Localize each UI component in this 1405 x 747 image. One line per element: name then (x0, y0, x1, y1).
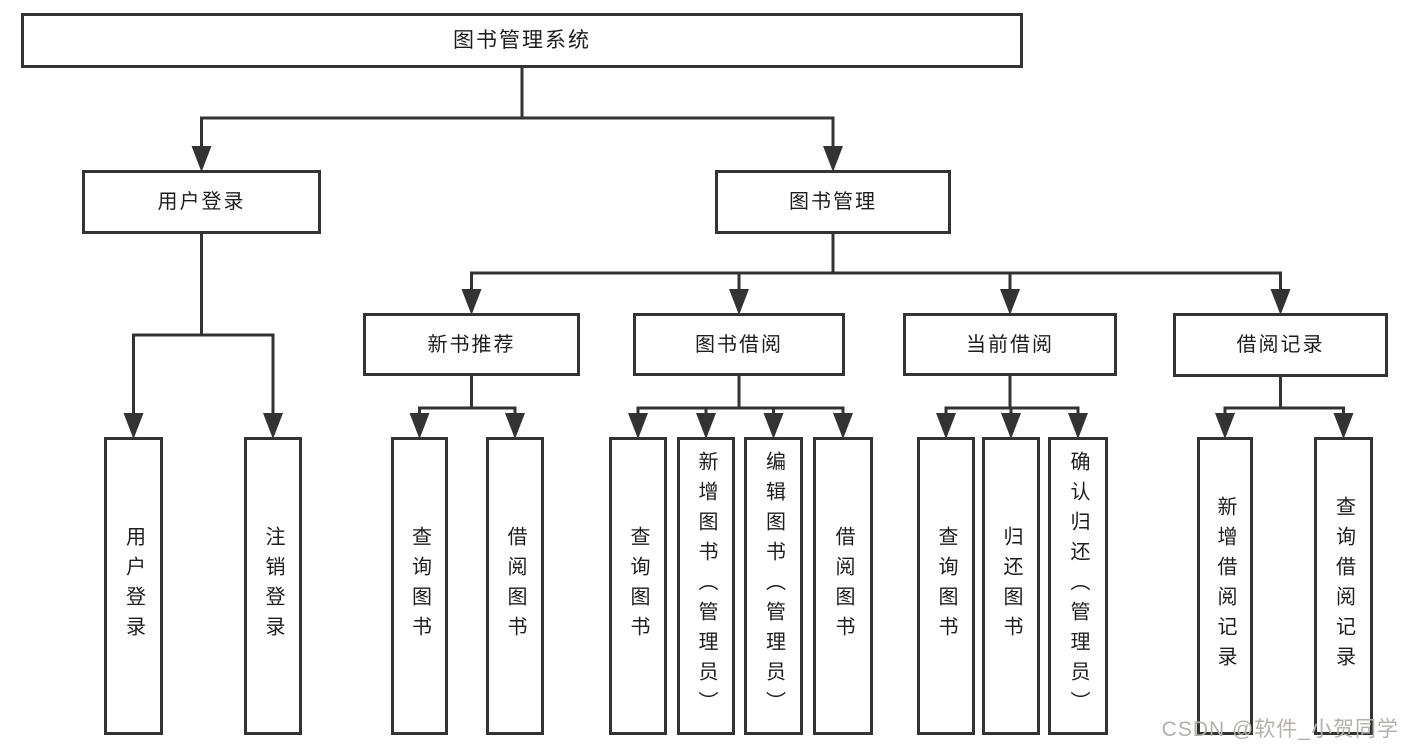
arrowhead-icon (505, 413, 525, 439)
node-label-leaf-bb-query: 查询图书 (627, 526, 649, 646)
node-leaf-bb-borrow: 借阅图书 (813, 437, 873, 735)
arrowhead-icon (461, 289, 482, 315)
arrowhead-icon (1333, 413, 1354, 439)
arrowhead-icon (263, 413, 283, 439)
arrowhead-icon (191, 146, 212, 172)
node-label-leaf-bb-edit: 编辑图书（管理员） (762, 451, 785, 721)
node-label-book-borrow: 图书借阅 (695, 333, 783, 356)
node-label-leaf-logout: 注销登录 (262, 526, 284, 646)
node-label-leaf-br-add: 新增借阅记录 (1214, 496, 1236, 676)
arrowhead-icon (763, 413, 784, 439)
arrowhead-icon (1000, 289, 1020, 315)
node-current-borrow: 当前借阅 (903, 313, 1117, 376)
node-leaf-bb-edit: 编辑图书（管理员） (744, 437, 803, 735)
node-root: 图书管理系统 (21, 13, 1023, 68)
node-user-login: 用户登录 (82, 170, 321, 234)
arrowhead-icon (1215, 413, 1235, 439)
arrowhead-icon (123, 413, 144, 439)
node-leaf-br-query: 查询借阅记录 (1314, 437, 1373, 735)
node-label-leaf-user-login: 用户登录 (122, 526, 145, 646)
node-leaf-user-login: 用户登录 (104, 437, 163, 735)
node-label-leaf-br-query: 查询借阅记录 (1332, 496, 1355, 676)
node-borrow-records: 借阅记录 (1173, 313, 1388, 377)
node-leaf-br-add: 新增借阅记录 (1197, 437, 1253, 735)
node-leaf-bb-query: 查询图书 (609, 437, 667, 735)
node-label-leaf-nbr-query: 查询图书 (408, 526, 431, 646)
node-label-leaf-cb-return: 归还图书 (1000, 526, 1022, 646)
node-label-leaf-bb-borrow: 借阅图书 (832, 526, 854, 646)
node-label-borrow-records: 借阅记录 (1236, 334, 1325, 356)
node-label-root: 图书管理系统 (453, 29, 591, 52)
arrowhead-icon (1068, 413, 1088, 439)
arrowhead-icon (1001, 413, 1021, 439)
node-leaf-logout: 注销登录 (244, 437, 302, 735)
arrowhead-icon (729, 289, 749, 315)
node-label-leaf-bb-add: 新增图书（管理员） (695, 451, 717, 721)
node-new-book-rec: 新书推荐 (363, 313, 580, 376)
node-label-leaf-nbr-borrow: 借阅图书 (504, 526, 526, 646)
node-leaf-bb-add: 新增图书（管理员） (677, 437, 735, 735)
node-book-mgmt: 图书管理 (715, 170, 951, 234)
node-book-borrow: 图书借阅 (633, 313, 845, 376)
arrowhead-icon (1270, 289, 1291, 315)
node-label-leaf-cb-confirm: 确认归还（管理员） (1067, 451, 1089, 721)
node-label-book-mgmt: 图书管理 (789, 191, 877, 213)
node-leaf-cb-query: 查询图书 (917, 437, 975, 735)
node-leaf-nbr-borrow: 借阅图书 (486, 437, 544, 735)
arrowhead-icon (628, 413, 648, 439)
arrowhead-icon (936, 413, 956, 439)
node-leaf-cb-confirm: 确认归还（管理员） (1048, 437, 1108, 735)
arrowhead-icon (823, 146, 843, 172)
arrowhead-icon (696, 413, 716, 439)
arrowhead-icon (833, 413, 853, 439)
node-leaf-nbr-query: 查询图书 (391, 437, 448, 735)
node-label-new-book-rec: 新书推荐 (427, 333, 516, 356)
node-label-current-borrow: 当前借阅 (966, 333, 1054, 356)
node-label-user-login: 用户登录 (157, 191, 246, 213)
arrowhead-icon (409, 413, 430, 439)
watermark: CSDN @软件_小贺同学 (1161, 718, 1399, 741)
node-leaf-cb-return: 归还图书 (982, 437, 1040, 735)
node-label-leaf-cb-query: 查询图书 (935, 526, 957, 646)
